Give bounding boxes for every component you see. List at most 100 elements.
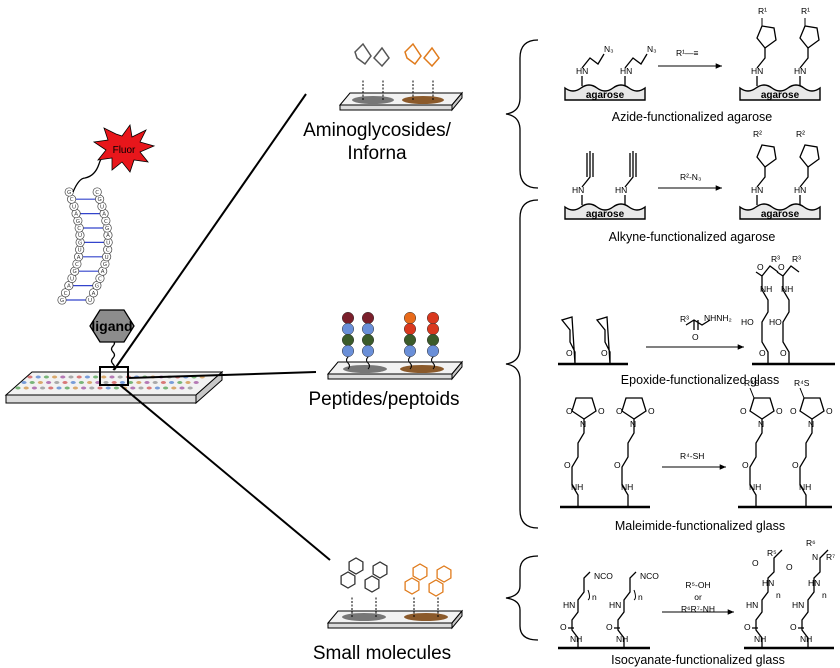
atom-hn-8: HN — [794, 185, 806, 195]
agarose-label: agarose — [761, 90, 800, 101]
category-peptides: Peptides/peptoids — [308, 389, 459, 410]
array-spot — [185, 381, 191, 384]
substituent-r2-b: R² — [796, 129, 805, 139]
array-spot — [72, 386, 78, 390]
scheme-epoxide: O O R³ NHNH₂ O O O HO HO NH NH O O R³ R³… — [558, 254, 835, 387]
aromatic-ring — [436, 565, 452, 583]
substituent-r3-a: R³ — [771, 254, 780, 264]
atom-nh-5: NH — [749, 482, 761, 492]
small-molecule-slide — [326, 557, 464, 630]
nucleotide-label: A — [106, 233, 110, 239]
array-spot — [138, 386, 144, 390]
nucleotide-label: G — [60, 298, 64, 304]
aminoglycoside-slide — [338, 42, 464, 112]
nucleotide-label: U — [72, 204, 76, 210]
atom-o-9: O — [566, 406, 573, 416]
atom-hn-11: HN — [746, 600, 758, 610]
array-spot — [105, 386, 111, 390]
atom-o-8: O — [614, 460, 621, 470]
array-spot — [81, 386, 87, 390]
nucleotide-label: U — [100, 204, 104, 210]
substituent-r7: R⁷ — [826, 552, 835, 562]
atom-hn-4: HN — [794, 66, 806, 76]
nucleotide-label: C — [75, 262, 79, 268]
atom-o-19: O — [560, 622, 567, 632]
aromatic-ring — [372, 561, 388, 579]
atom-hn-10: HN — [609, 600, 621, 610]
atom-o-24: O — [786, 562, 793, 572]
array-spot — [87, 381, 93, 384]
array-spot — [136, 381, 142, 384]
nucleotide-label: U — [70, 276, 74, 282]
scheme-isocyanate: NH NH O O HN HN n n NCO NCO R⁵-OH or R⁶R… — [558, 538, 835, 667]
substituent-r4s-a: R⁴S — [744, 378, 760, 388]
aromatic-ring — [428, 579, 444, 597]
subscript-n-1: n — [592, 592, 597, 602]
reagent-alkyne: R²-N₃ — [680, 172, 701, 182]
atom-hn-1: HN — [576, 66, 588, 76]
array-spot — [84, 375, 90, 379]
caption-isocyanate: Isocyanate-functionalized glass — [611, 653, 785, 667]
array-spot — [35, 375, 41, 379]
array-spot — [31, 386, 37, 390]
amino-acid-bead — [361, 322, 375, 336]
atom-n-3: N — [758, 419, 764, 429]
array-spot — [117, 375, 123, 379]
atom-nco-2: NCO — [640, 571, 659, 581]
nucleotide-label: G — [105, 226, 109, 232]
amino-acid-bead — [341, 322, 355, 336]
array-spot — [21, 381, 27, 384]
nucleotide-label: G — [76, 219, 80, 225]
atom-nh-1: NH — [760, 284, 772, 294]
nucleotide-label: U — [88, 298, 92, 304]
array-spot — [40, 386, 46, 390]
reagent-azide: R¹—≡ — [676, 48, 698, 58]
array-spot — [113, 386, 119, 390]
subscript-n-4: n — [822, 590, 827, 600]
substituent-r5: R⁵ — [767, 548, 777, 558]
nucleotide-label: G — [97, 197, 101, 203]
nucleotide — [85, 295, 95, 305]
atom-nh-8: NH — [616, 634, 628, 644]
atom-hn-12: HN — [792, 600, 804, 610]
array-spot — [103, 381, 109, 384]
atom-o-14: O — [792, 460, 799, 470]
substituent-r4s-b: R⁴S — [794, 378, 810, 388]
aromatic-ring — [364, 575, 380, 593]
array-spot — [146, 386, 152, 390]
array-spot — [62, 381, 68, 384]
atom-o-reagent: O — [692, 332, 699, 342]
substituent-r2-a: R² — [753, 129, 762, 139]
atom-n3-1: N₃ — [604, 44, 614, 54]
atom-o-15: O — [740, 406, 747, 416]
array-spot — [70, 381, 76, 384]
fluor-starburst: Fluor — [92, 123, 156, 173]
amino-acid-bead — [341, 344, 355, 358]
nucleotide-label: A — [92, 291, 96, 297]
atom-o-17: O — [790, 406, 797, 416]
atom-o-13: O — [742, 460, 749, 470]
nucleotide-label: U — [106, 240, 110, 246]
array-spot — [68, 375, 74, 379]
atom-hn-9: HN — [563, 600, 575, 610]
atom-o-20: O — [606, 622, 613, 632]
atom-n-5: N — [812, 552, 818, 562]
scheme-alkyne: agarose HN HN R²-N₃ agarose HN HN R² R² … — [564, 129, 821, 244]
array-spot — [52, 375, 58, 379]
array-spot — [23, 386, 29, 390]
atom-o-16: O — [776, 406, 783, 416]
fluor-label: Fluor — [113, 145, 136, 156]
array-spot — [154, 386, 160, 390]
atom-hn-5: HN — [572, 185, 584, 195]
atom-o-2: O — [601, 348, 608, 358]
amino-acid-bead — [403, 322, 417, 336]
atom-o-21: O — [744, 622, 751, 632]
array-spot — [169, 381, 175, 384]
atom-hn-13: HN — [762, 578, 774, 588]
nucleotide — [92, 187, 102, 197]
caption-epoxide: Epoxide-functionalized glass — [621, 373, 779, 387]
subscript-n-3: n — [776, 590, 781, 600]
array-spot — [46, 381, 52, 384]
substituent-r3-reagent: R³ — [680, 314, 689, 324]
